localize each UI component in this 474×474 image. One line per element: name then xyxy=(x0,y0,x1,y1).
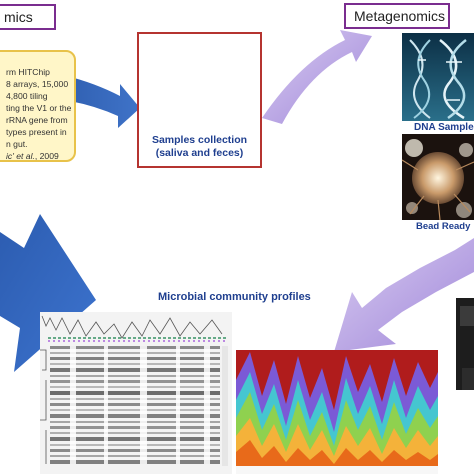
genomics-header-text: mics xyxy=(4,9,33,25)
samples-collection-box: Samples collection (saliva and feces) xyxy=(137,32,262,168)
heatmap-figure xyxy=(40,312,232,474)
dna-sample-label: DNA Sample xyxy=(414,122,474,133)
callout-citation: ic' et al., 2009 xyxy=(6,150,68,162)
samples-caption: Samples collection (saliva and feces) xyxy=(139,134,260,160)
metagenomics-header-text: Metagenomics xyxy=(354,8,446,24)
callout-line-3: 4,800 tiling xyxy=(6,91,48,101)
callout-line-1: rm HITChip xyxy=(6,67,50,77)
metagenomics-header: Metagenomics xyxy=(344,3,450,29)
dna-helix-image xyxy=(402,33,474,121)
citation-year: , 2009 xyxy=(34,151,59,161)
samples-caption-line1: Samples collection xyxy=(151,134,248,146)
hitchip-callout: rm HITChip 8 arrays, 15,000 4,800 tiling… xyxy=(0,50,76,162)
sequencer-machine-icon xyxy=(456,298,474,390)
flow-arrow-to-metagenomics xyxy=(262,30,372,124)
flow-arrow-to-profiles xyxy=(334,238,474,352)
genomics-header: mics xyxy=(0,4,56,30)
citation-authors: ic' et al. xyxy=(6,151,35,161)
callout-line-4: ting the V1 or the xyxy=(6,103,72,113)
stacked-area-chart xyxy=(236,350,438,474)
callout-line-2: 8 arrays, 15,000 xyxy=(6,79,69,89)
callout-line-7: n gut. xyxy=(6,139,28,149)
microbial-community-profiles-title: Microbial community profiles xyxy=(158,291,311,303)
samples-caption-line2: (saliva and feces) xyxy=(155,147,244,159)
callout-line-5: rRNA gene from xyxy=(6,115,68,125)
callout-line-6: types present in xyxy=(6,127,67,137)
flow-arrow-from-left xyxy=(0,214,96,372)
bead-ready-label: Bead Ready xyxy=(416,221,471,232)
